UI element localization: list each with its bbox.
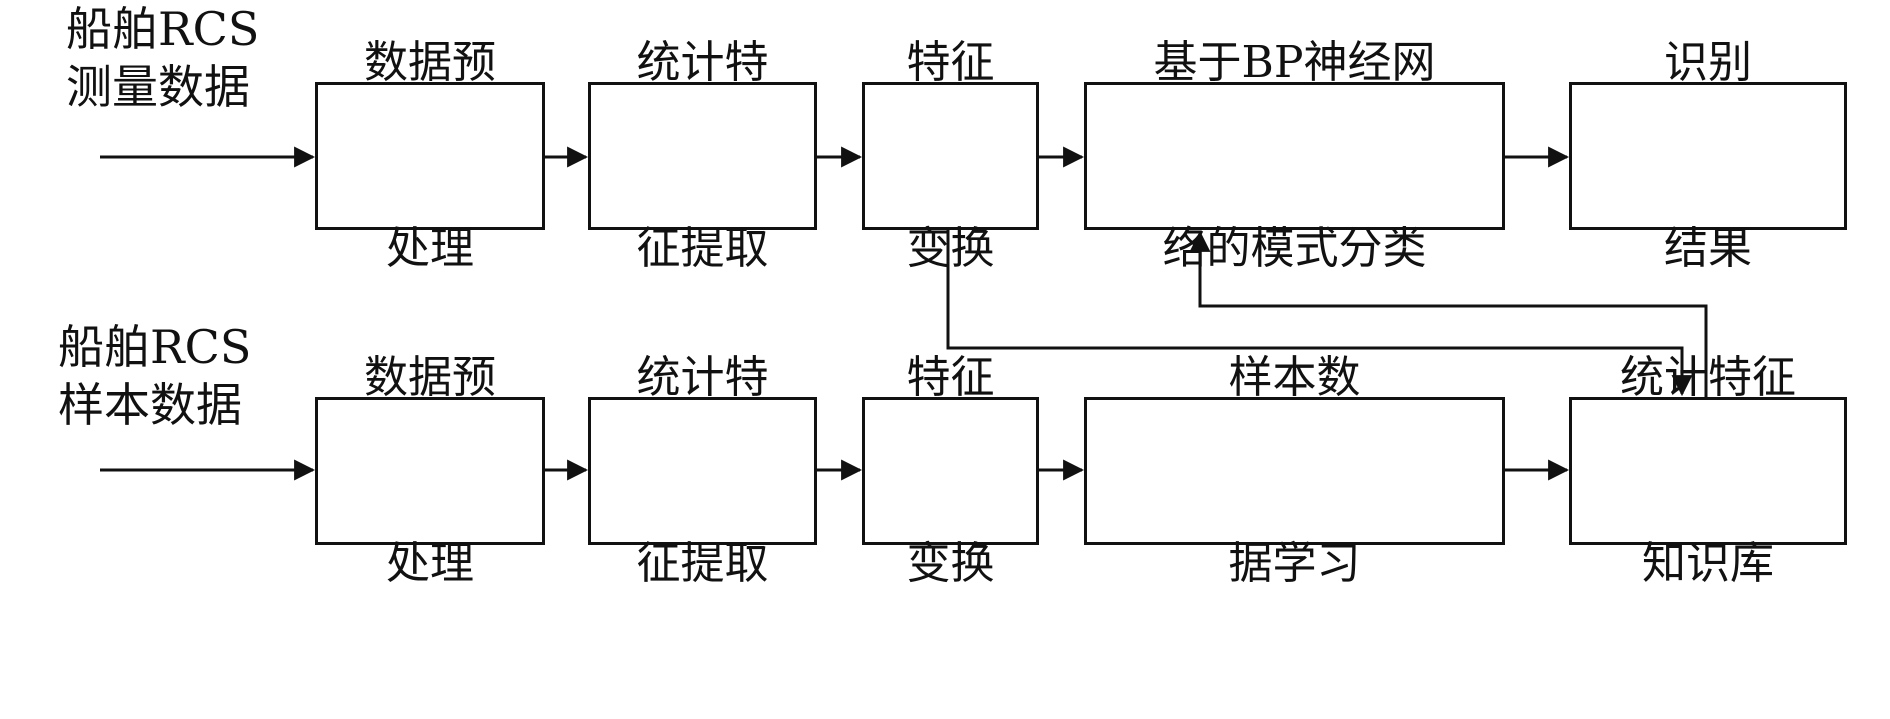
bottom-input-label-line2: 样本数据: [58, 378, 242, 432]
knowledge-base-box: 统计特征 知识库: [1569, 352, 1847, 589]
bottom-preprocess-line1: 数据预: [364, 352, 496, 403]
bottom-input-label-line1: 船舶RCS: [58, 320, 252, 374]
bottom-feature-extraction-line1: 统计特: [636, 352, 769, 403]
recognition-result-line2: 结果: [1664, 223, 1752, 274]
bottom-feature-transform-box: 特征 变换: [862, 352, 1039, 589]
bottom-input-label: 船舶RCS 样本数据: [58, 318, 251, 434]
top-preprocess-line2: 处理: [386, 223, 474, 274]
recognition-result-box: 识别 结果: [1569, 37, 1847, 274]
top-input-label-line2: 测量数据: [66, 60, 250, 114]
sample-learning-line1: 样本数: [1228, 352, 1361, 403]
top-feature-extraction-line2: 征提取: [636, 223, 769, 274]
bp-classifier-line2: 络的模式分类: [1162, 223, 1427, 274]
arrow-knowledge-base-to-classifier: [1189, 230, 1708, 397]
recognition-result-line1: 识别: [1664, 37, 1752, 88]
top-feature-transform-line1: 特征: [906, 37, 995, 88]
sample-learning-line2: 据学习: [1228, 538, 1361, 589]
flow-diagram: [100, 146, 1708, 481]
knowledge-base-line2: 知识库: [1642, 538, 1774, 589]
arrow-transform-to-knowledge-base: [946, 230, 1693, 397]
bottom-preprocess-box: 数据预 处理: [315, 352, 545, 589]
top-feature-transform-box: 特征 变换: [862, 37, 1039, 274]
bottom-feature-transform-line2: 变换: [906, 538, 995, 589]
top-preprocess-box: 数据预 处理: [315, 37, 545, 274]
top-preprocess-line1: 数据预: [364, 37, 496, 88]
bp-classifier-box: 基于BP神经网 络的模式分类: [1084, 37, 1505, 274]
sample-learning-box: 样本数 据学习: [1084, 352, 1505, 589]
bottom-feature-transform-line1: 特征: [906, 352, 995, 403]
bottom-feature-extraction-line2: 征提取: [636, 538, 769, 589]
top-input-label-line1: 船舶RCS: [66, 2, 260, 56]
top-feature-extraction-line1: 统计特: [636, 37, 769, 88]
bottom-feature-extraction-box: 统计特 征提取: [588, 352, 817, 589]
top-feature-extraction-box: 统计特 征提取: [588, 37, 817, 274]
top-feature-transform-line2: 变换: [906, 223, 995, 274]
bp-classifier-line1: 基于BP神经网: [1153, 37, 1436, 88]
knowledge-base-line1: 统计特征: [1620, 352, 1796, 403]
top-input-label: 船舶RCS 测量数据: [66, 0, 259, 116]
bottom-preprocess-line2: 处理: [386, 538, 474, 589]
